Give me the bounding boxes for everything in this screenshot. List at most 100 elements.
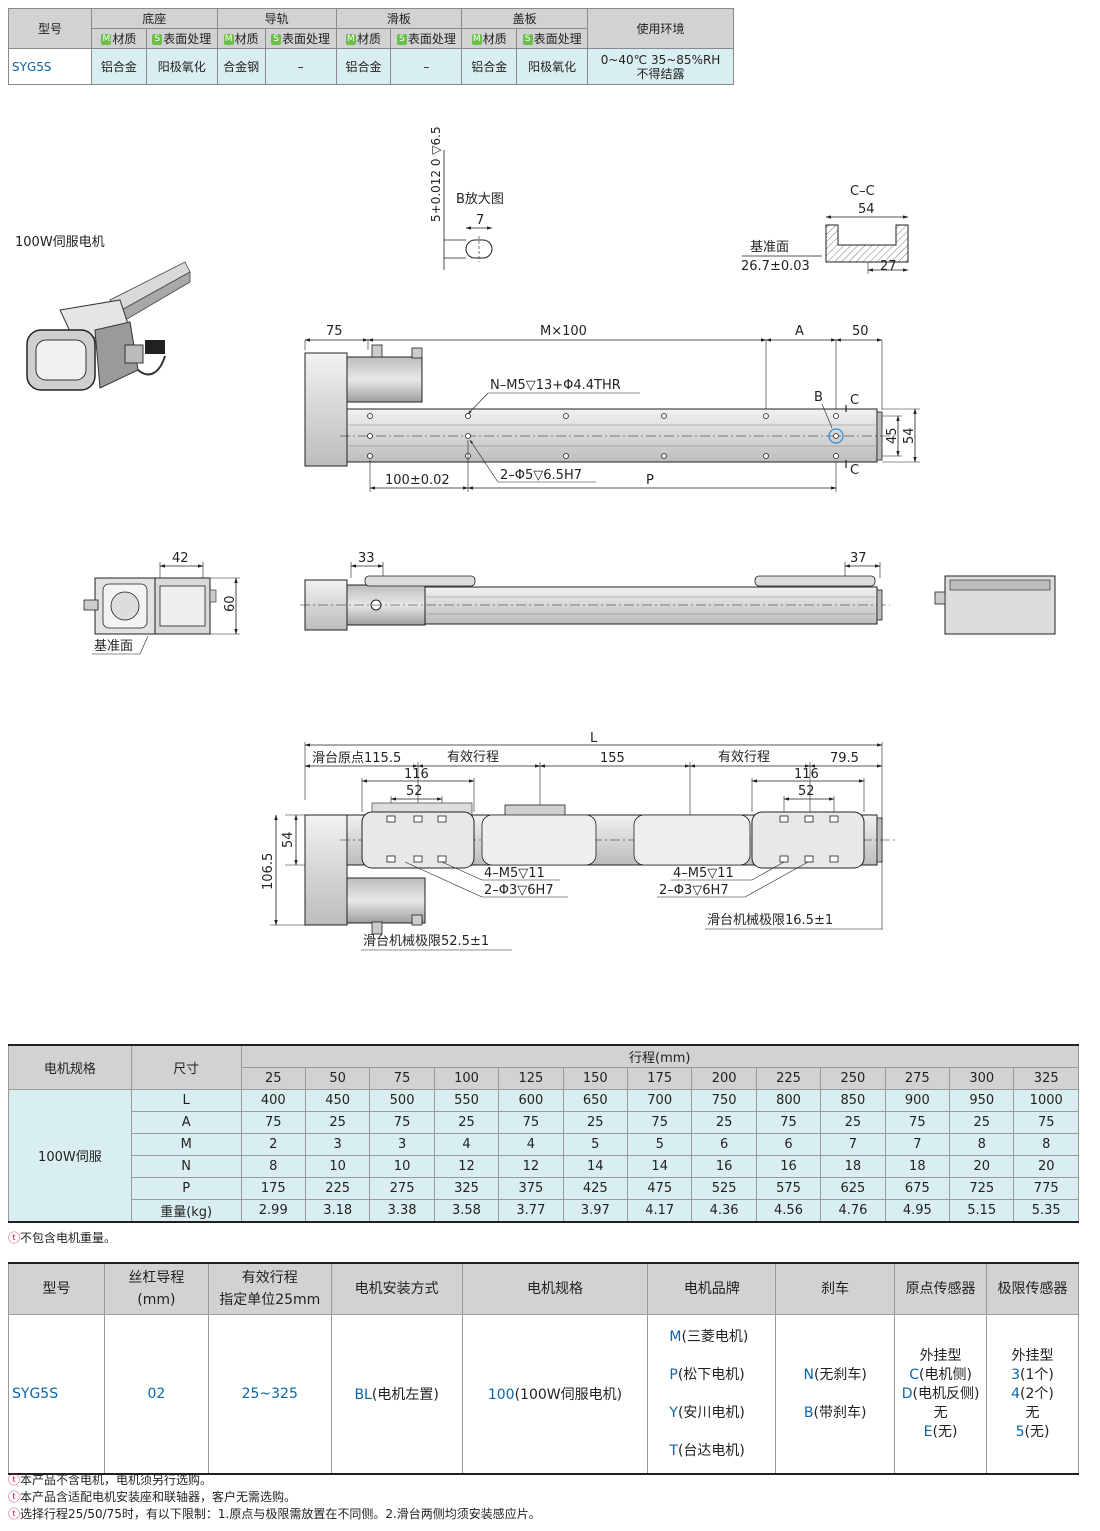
svg-text:C: C	[850, 393, 859, 408]
svg-text:52: 52	[406, 784, 423, 799]
order-model: SYG5S	[8, 1314, 105, 1475]
spec-value-cell: 500	[369, 1089, 435, 1112]
cc-section-view: C–C 54 基准面 26.7±0.03 27	[741, 184, 909, 274]
spec-value-cell: 3	[369, 1133, 435, 1156]
mat-cover-material: 铝合金	[461, 48, 518, 85]
stroke-column-header: 225	[755, 1067, 822, 1090]
mat-rail-material: 合金钢	[216, 48, 266, 85]
spec-value-cell: 25	[691, 1111, 757, 1134]
spec-value-cell: 400	[240, 1089, 306, 1112]
stroke-column-header: 200	[691, 1067, 757, 1090]
end-view-right	[934, 575, 1056, 635]
svg-text:79.5: 79.5	[830, 751, 859, 766]
spec-value-cell: 5.35	[1013, 1199, 1079, 1223]
spec-value-cell: 10	[369, 1155, 435, 1178]
order-origin-sensor: 外挂型 C(电机侧) D(电机反侧) 无 E(无)	[894, 1314, 988, 1475]
order-header-brake: 刹车	[775, 1262, 896, 1315]
bottom-view: L 滑台原点115.5 有效行程 155 有效行程 79.5 116 52 11…	[261, 731, 895, 951]
technical-drawings: 100W伺服电机 B放大图 5+0.012 0 ▽6.5 7 C–C 54 基准…	[15, 126, 1056, 951]
spec-value-cell: 375	[498, 1177, 564, 1200]
spec-value-cell: 18	[884, 1155, 951, 1178]
spec-value-cell: 625	[820, 1177, 886, 1200]
spec-row-label: A	[130, 1111, 242, 1134]
spec-value-cell: 525	[691, 1177, 757, 1200]
stroke-column-header: 75	[369, 1067, 435, 1090]
spec-value-cell: 75	[240, 1111, 306, 1134]
svg-text:33: 33	[358, 551, 375, 566]
mat-header-model: 型号	[8, 8, 92, 49]
end-view-left: 42 60 基准面	[83, 551, 240, 655]
motor-caption: 100W伺服电机	[15, 235, 105, 250]
spec-value-cell: 850	[820, 1089, 886, 1112]
spec-note: ⓣ不包含电机重量。	[8, 1231, 117, 1245]
spec-value-cell: 4.17	[626, 1199, 693, 1223]
mat-cover-surface: 阳极氧化	[516, 48, 589, 85]
order-header-spec: 电机规格	[461, 1262, 649, 1315]
svg-text:基准面: 基准面	[750, 240, 789, 255]
spec-value-cell: 575	[755, 1177, 822, 1200]
brand-option: P(松下电机)	[669, 1367, 745, 1383]
svg-text:54: 54	[858, 202, 875, 217]
spec-value-cell: 12	[498, 1155, 564, 1178]
svg-text:A: A	[795, 324, 804, 339]
spec-value-cell: 8	[1013, 1133, 1079, 1156]
svg-text:B: B	[814, 390, 823, 405]
order-header-limit: 极限传感器	[986, 1262, 1079, 1315]
svg-text:滑台机械极限16.5±1: 滑台机械极限16.5±1	[707, 913, 833, 928]
stroke-column-header: 250	[820, 1067, 886, 1090]
spec-value-cell: 450	[304, 1089, 371, 1112]
svg-text:P: P	[646, 473, 654, 488]
mat-header-base: 底座	[90, 8, 218, 29]
spec-value-cell: 4.36	[691, 1199, 757, 1223]
spec-value-cell: 4.56	[755, 1199, 822, 1223]
spec-value-cell: 3.77	[498, 1199, 564, 1223]
order-header-stroke: 有效行程指定单位25mm	[207, 1262, 332, 1315]
svg-text:75: 75	[326, 324, 343, 339]
spec-header-stroke: 行程(mm)	[240, 1044, 1080, 1068]
spec-value-cell: 4.76	[820, 1199, 886, 1223]
spec-value-cell: 3.97	[562, 1199, 629, 1223]
svg-text:有效行程: 有效行程	[447, 750, 499, 765]
spec-value-cell: 14	[626, 1155, 693, 1178]
order-brake: N(无刹车) B(带刹车)	[775, 1314, 896, 1475]
order-stroke: 25~325	[207, 1314, 332, 1475]
spec-value-cell: 5	[562, 1133, 629, 1156]
spec-value-cell: 25	[562, 1111, 629, 1134]
order-header-model: 型号	[8, 1262, 105, 1315]
svg-text:60: 60	[223, 595, 238, 612]
stroke-column-header: 275	[884, 1067, 951, 1090]
spec-motor-cell: 100W伺服	[8, 1089, 132, 1223]
order-header-lead: 丝杠导程(mm)	[103, 1262, 209, 1315]
b-detail-view: B放大图 5+0.012 0 ▽6.5 7	[429, 126, 504, 270]
order-code-table: 型号 丝杠导程(mm) 有效行程指定单位25mm 电机安装方式 电机规格 电机品…	[8, 1262, 1079, 1475]
svg-text:26.7±0.03: 26.7±0.03	[741, 259, 810, 274]
spec-value-cell: 18	[820, 1155, 886, 1178]
stroke-column-header: 50	[304, 1067, 371, 1090]
svg-text:116: 116	[794, 767, 819, 782]
spec-value-cell: 75	[498, 1111, 564, 1134]
spec-value-cell: 325	[433, 1177, 500, 1200]
spec-value-cell: 75	[1013, 1111, 1079, 1134]
spec-value-cell: 600	[498, 1089, 564, 1112]
brand-option: M(三菱电机)	[669, 1329, 749, 1345]
spec-value-cell: 7	[820, 1133, 886, 1156]
product-illustration	[26, 261, 191, 391]
mat-slider-surface: –	[390, 48, 463, 85]
svg-text:52: 52	[798, 784, 815, 799]
stroke-column-header: 100	[433, 1067, 500, 1090]
svg-text:2–Φ3▽6H7: 2–Φ3▽6H7	[484, 883, 554, 898]
spec-value-cell: 25	[304, 1111, 371, 1134]
svg-text:N–M5▽13+Φ4.4THR: N–M5▽13+Φ4.4THR	[490, 378, 621, 393]
side-view: 33 37	[300, 551, 890, 631]
spec-value-cell: 950	[949, 1089, 1015, 1112]
mat-base-surface: 阳极氧化	[145, 48, 218, 85]
mat-slider-material: 铝合金	[335, 48, 392, 85]
